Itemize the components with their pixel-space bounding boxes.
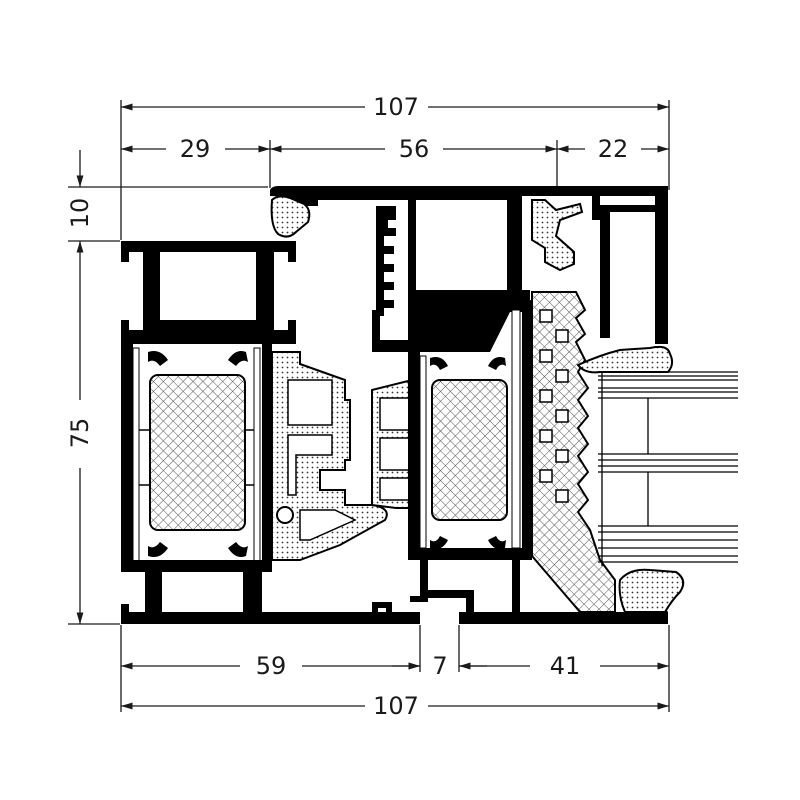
- left-gaskets-bottom: [148, 542, 248, 557]
- left-glazing-inner: [262, 344, 272, 566]
- dim-top-right: 22: [598, 135, 629, 163]
- dim-bottom-right: 41: [550, 652, 581, 680]
- left-sash-top-inner: [152, 252, 264, 320]
- dim-top-middle: 56: [399, 135, 430, 163]
- right-lower-gasket: [576, 345, 674, 374]
- middle-bar: [408, 300, 498, 336]
- middle-comb: [384, 246, 394, 308]
- bottom-right-profile: [459, 560, 668, 624]
- foam-squares: [539, 309, 569, 503]
- thermal-break-left-pin: [276, 506, 294, 524]
- middle-glazing-outer: [408, 352, 420, 552]
- left-gaskets-top: [148, 351, 248, 366]
- drainage-hook: [372, 602, 392, 612]
- middle-insulation-block: [431, 379, 508, 521]
- left-glass-layer-2: [253, 347, 261, 563]
- dim-top-overall: 107: [373, 93, 419, 121]
- dimension-labels: 107 29 56 22 10 75 59 7 41 107: [66, 93, 628, 720]
- dim-top-left: 29: [180, 135, 211, 163]
- middle-bottom-channel: [408, 548, 532, 560]
- left-insulation-block: [149, 374, 246, 531]
- thermal-break-left-holes: [287, 379, 357, 541]
- middle-glazing-inner: [522, 300, 532, 552]
- dim-bottom-middle: 7: [432, 652, 447, 680]
- left-insulation-dividers: [139, 429, 254, 486]
- bottom-right-gasket: [618, 568, 685, 613]
- middle-top-box: [372, 290, 530, 352]
- dim-bottom-left: 59: [256, 652, 287, 680]
- dim-bottom-overall: 107: [373, 692, 419, 720]
- left-glazing-outer: [121, 344, 133, 566]
- middle-glass-layer-1: [419, 355, 427, 549]
- right-top-gasket: [531, 199, 584, 272]
- dimension-lines: [68, 100, 670, 712]
- right-glass-panes: [598, 371, 738, 566]
- left-glass-layer-1: [132, 347, 140, 563]
- middle-hook: [376, 206, 396, 316]
- bottom-middle-profile: [410, 560, 474, 612]
- dim-left-top: 10: [66, 198, 94, 229]
- right-frame-channel: [600, 205, 655, 338]
- middle-glass-layer-2: [511, 309, 521, 549]
- dim-left-height: 75: [66, 418, 94, 449]
- outer-frame-top: [270, 186, 668, 344]
- foam-insulation: [531, 291, 616, 613]
- thermal-break-middle-holes: [379, 397, 411, 501]
- profile-section: [121, 186, 738, 624]
- left-sash-bottom-inner: [155, 572, 250, 612]
- top-left-latch: [270, 195, 311, 238]
